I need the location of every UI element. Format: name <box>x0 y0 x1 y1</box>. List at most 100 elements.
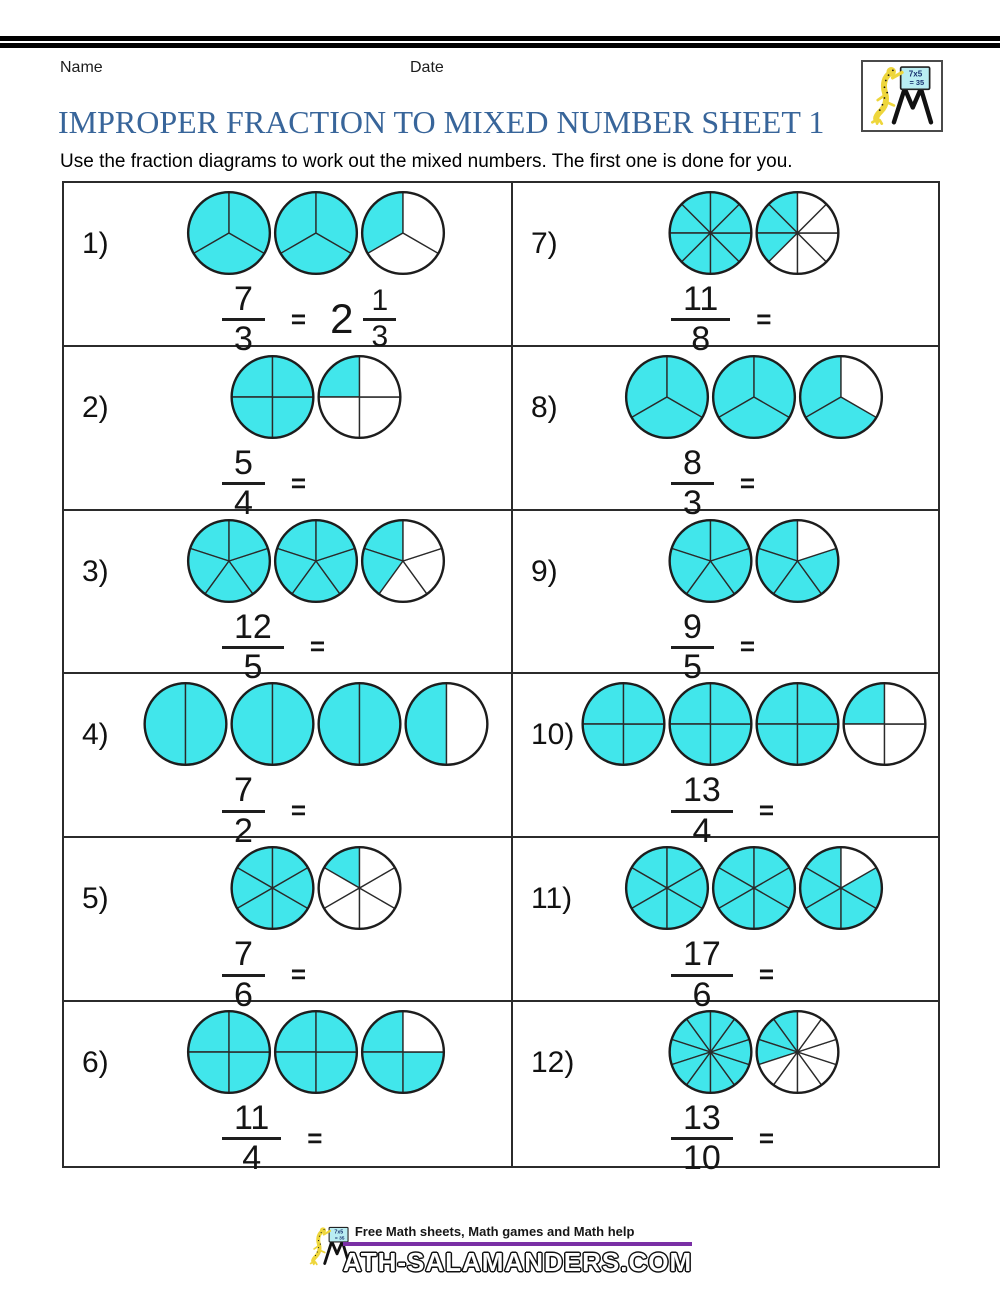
numerator: 13 <box>683 771 721 810</box>
problem-number: 12) <box>531 1046 575 1080</box>
fraction-diagram <box>142 681 489 767</box>
denominator: 6 <box>234 975 253 1014</box>
denominator: 2 <box>234 811 253 850</box>
fraction-pie <box>142 682 228 767</box>
problem-number: 2) <box>82 390 109 424</box>
fraction-pie <box>316 682 402 767</box>
equals-sign: = <box>290 467 307 498</box>
problem-number: 3) <box>82 554 109 588</box>
denominator: 5 <box>243 647 263 686</box>
fraction-pie <box>273 518 358 603</box>
salamander-logo-box: 7x5= 35 <box>861 60 943 132</box>
fraction-pie <box>667 518 753 603</box>
numerator: 7 <box>234 935 253 974</box>
fraction-diagram <box>186 1009 446 1095</box>
footer-text-block: Free Math sheets, Math games and Math he… <box>342 1221 693 1278</box>
fraction-diagram <box>667 190 840 276</box>
fraction-bar <box>671 1137 733 1141</box>
salamander-easel-icon: 7x5= 35 <box>871 65 934 125</box>
date-label: Date <box>410 59 444 76</box>
equals-sign: = <box>290 795 307 826</box>
fraction-diagram <box>229 354 402 440</box>
fraction-pie <box>273 190 358 276</box>
problem-number: 4) <box>82 718 109 752</box>
numerator: 7 <box>234 280 253 318</box>
denominator: 3 <box>371 320 389 354</box>
fraction-bar <box>222 482 265 486</box>
fraction-pie <box>841 682 927 767</box>
fraction-bar <box>222 645 284 649</box>
footer-wordmark: ATH-SALAMANDERS.COM <box>342 1247 693 1277</box>
numerator: 5 <box>234 443 253 482</box>
fraction-bar <box>222 809 265 813</box>
fraction-pie <box>624 354 709 439</box>
denominator: 3 <box>234 320 253 359</box>
fraction-bar <box>222 318 265 322</box>
problem-number: 11) <box>531 882 573 916</box>
fraction-pie <box>360 518 445 603</box>
fraction-pie <box>754 682 840 767</box>
fraction-bar <box>363 318 397 322</box>
fraction-pie <box>273 1010 358 1095</box>
problem-number: 9) <box>531 554 558 588</box>
problem-number: 1) <box>82 227 109 260</box>
equals-sign: = <box>307 1122 323 1153</box>
fraction-bar <box>671 482 714 486</box>
salamander-logo-icon: 7x5= 35 <box>308 1221 352 1269</box>
name-label: Name <box>60 59 103 76</box>
svg-text:= 35: = 35 <box>335 1235 345 1241</box>
problem-number: 6) <box>82 1046 109 1080</box>
svg-text:= 35: = 35 <box>910 78 925 87</box>
fraction-pie <box>711 846 796 931</box>
fraction-pie <box>229 846 315 931</box>
fraction-pie <box>754 1010 840 1095</box>
equals-sign: = <box>758 795 775 826</box>
fraction-pie <box>667 682 753 767</box>
denominator: 3 <box>683 484 702 523</box>
problem-number: 5) <box>82 882 109 916</box>
numerator: 11 <box>234 1099 270 1138</box>
fraction-pie <box>624 846 709 931</box>
svg-text:7x5: 7x5 <box>334 1230 343 1236</box>
numerator: 8 <box>683 443 702 482</box>
numerator: 11 <box>683 280 719 318</box>
fraction-diagram <box>667 518 840 604</box>
fraction-bar <box>222 1137 282 1141</box>
problem-number: 8) <box>531 390 558 424</box>
fraction-pie <box>798 354 883 439</box>
fraction-pie <box>360 190 445 276</box>
svg-text:7x5: 7x5 <box>909 69 923 78</box>
denominator: 4 <box>234 484 253 523</box>
top-rule <box>0 36 1000 48</box>
fraction-pie <box>754 190 840 276</box>
fraction-diagram <box>624 354 884 440</box>
fraction-pie <box>798 846 883 931</box>
footer-inner: 7x5= 35 Free Math sheets, Math games and… <box>308 1221 693 1278</box>
equals-sign: = <box>739 467 756 498</box>
fraction-pie <box>667 190 753 276</box>
page-title: IMPROPER FRACTION TO MIXED NUMBER SHEET … <box>58 104 825 140</box>
fraction-diagram <box>186 518 446 604</box>
